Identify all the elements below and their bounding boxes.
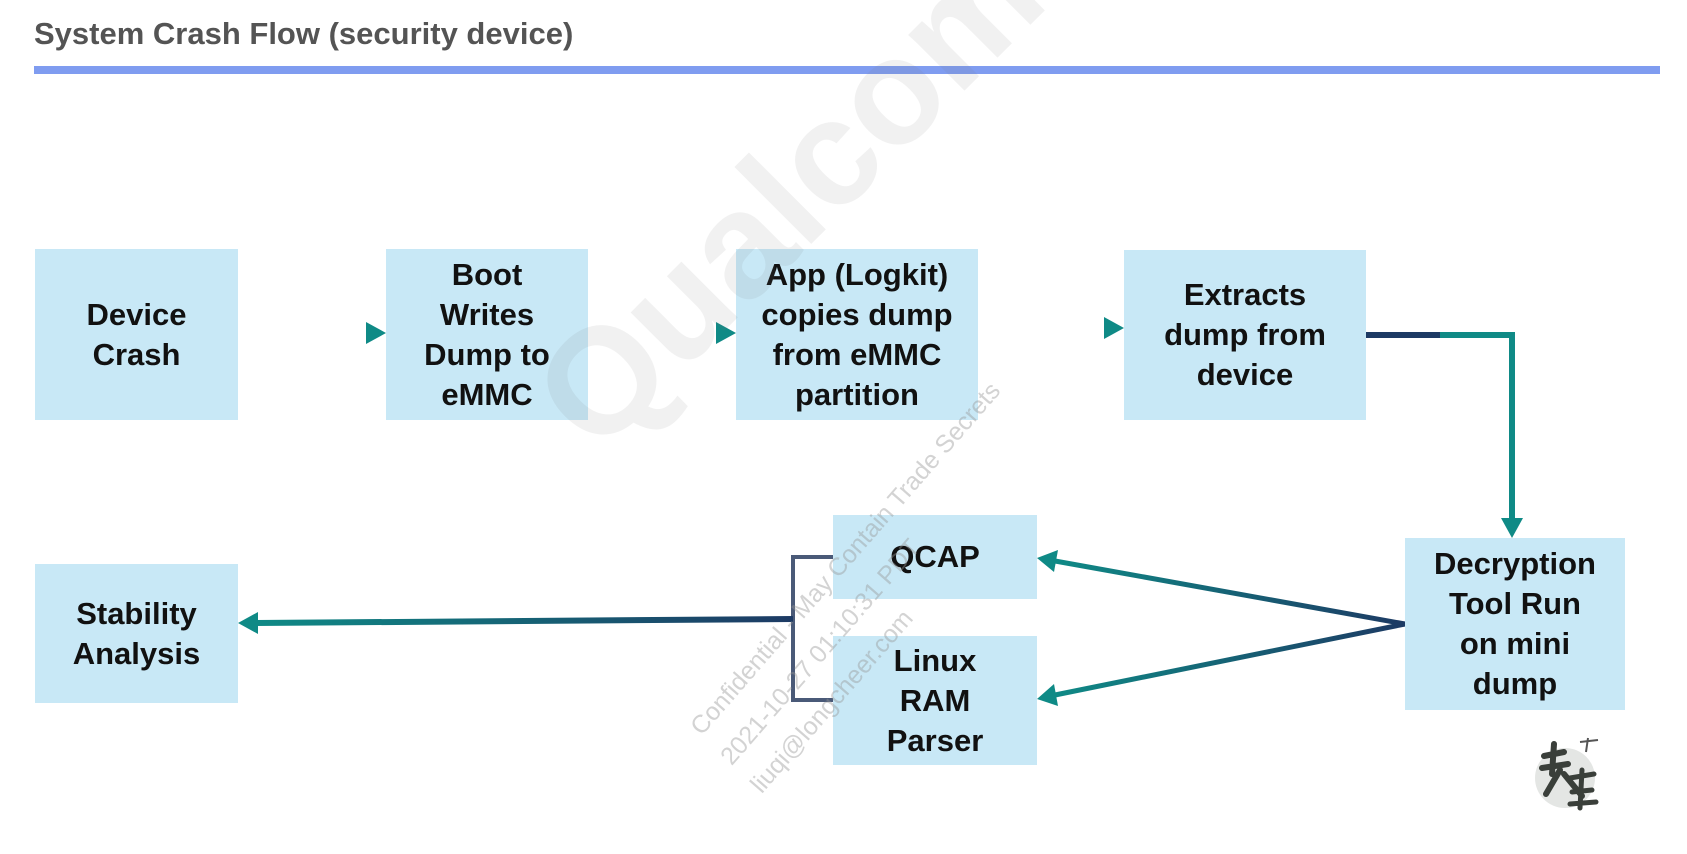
edge-boot-to-app (588, 322, 736, 344)
edge-extracts-to-decryption (1366, 332, 1523, 538)
node-extracts-dump: Extracts dump from device (1124, 250, 1366, 420)
node-decryption-tool: Decryption Tool Run on mini dump (1405, 538, 1625, 710)
edge-app-to-extracts (978, 317, 1124, 339)
node-qcap: QCAP (833, 515, 1037, 599)
node-boot-writes-dump: Boot Writes Dump to eMMC (386, 249, 588, 420)
node-device-crash: Device Crash (35, 249, 238, 420)
edge-decryption-to-linux-ram-parser (1037, 621, 1406, 706)
node-app-logkit: App (Logkit) copies dump from eMMC parti… (736, 249, 978, 420)
edge-device-crash-to-boot (238, 322, 386, 344)
page-title: System Crash Flow (security device) (34, 16, 574, 51)
node-linux-ram-parser: Linux RAM Parser (833, 636, 1037, 765)
calligraphy-seal-icon (1535, 737, 1599, 811)
results-bracket (791, 555, 835, 702)
node-stability-analysis: Stability Analysis (35, 564, 238, 703)
title-underline (34, 66, 1660, 74)
edge-bracket-to-stability-analysis (238, 612, 794, 634)
edge-decryption-to-qcap (1037, 550, 1406, 627)
